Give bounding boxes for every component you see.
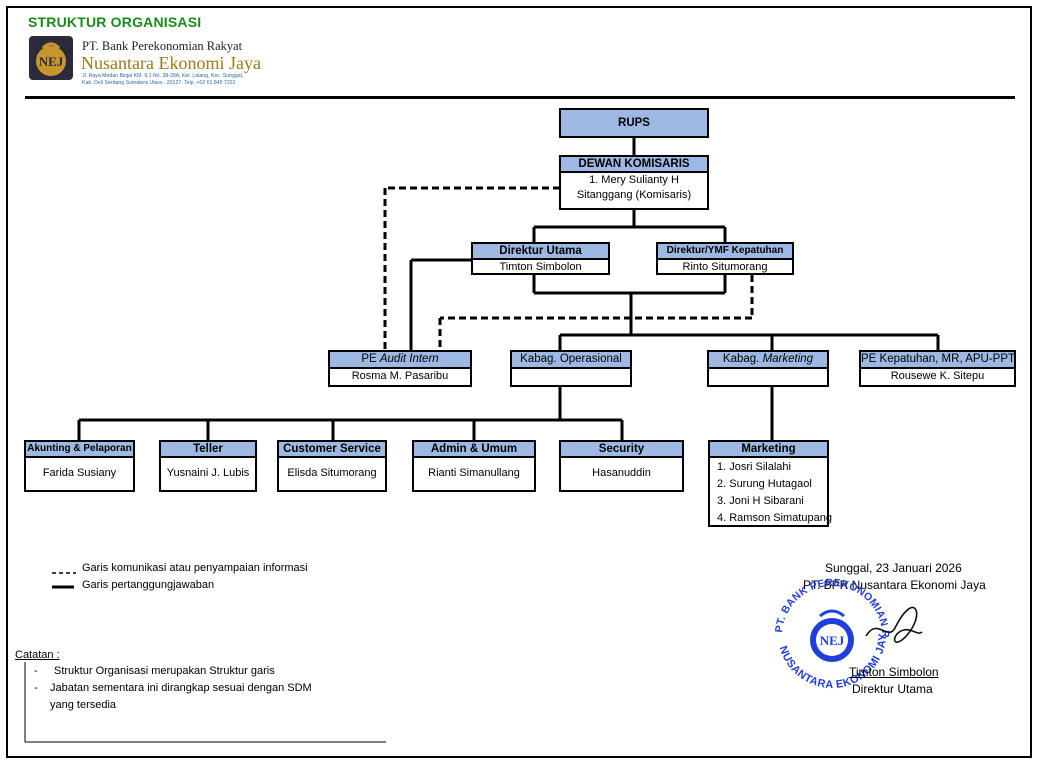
- svg-text:NEJ: NEJ: [820, 633, 845, 648]
- direktur-kepatuhan-name: Rinto Situmorang: [682, 261, 768, 273]
- pe-kepatuhan-name: Rousewe K. Sitepu: [890, 370, 985, 382]
- bank-name-line1: PT. Bank Perekonomian Rakyat: [82, 39, 243, 53]
- bank-address-line1: Jl. Raya Medan Binjai KM. 9,1 No. 38-28A…: [82, 73, 244, 79]
- header-divider: [25, 96, 1015, 99]
- notes-item-2-line2: yang tersedia: [50, 699, 117, 711]
- kabag-operasional-box: Kabag. Operasional: [510, 350, 632, 387]
- marketing-member: 2. Surung Hutagaol: [717, 478, 812, 490]
- admin-umum-title: Admin & Umum: [414, 442, 534, 458]
- notes-bullet-2: -: [34, 682, 38, 694]
- marketing-members: 1. Josri Silalahi 2. Surung Hutagaol 3. …: [710, 458, 832, 527]
- admin-umum-name: Rianti Simanullang: [428, 467, 520, 479]
- notes-bullet-1: -: [34, 665, 38, 677]
- signature-name: Timton Simbolon: [849, 665, 939, 679]
- akunting-box: Akunting & Pelaporan Farida Susiany: [24, 440, 135, 492]
- marketing-member: 4. Ramson Simatupang: [717, 512, 832, 524]
- security-name: Hasanuddin: [592, 467, 651, 479]
- bank-name-line2: Nusantara Ekonomi Jaya: [81, 53, 261, 73]
- kabag-marketing-title: Kabag. Marketing: [709, 352, 827, 369]
- direktur-utama-name: Timton Simbolon: [499, 261, 582, 273]
- notes-item-1: Struktur Organisasi merupakan Struktur g…: [54, 665, 275, 677]
- komisaris-member-line1: 1. Mery Sulianty H: [589, 174, 679, 186]
- akunting-title: Akunting & Pelaporan: [26, 442, 133, 458]
- audit-intern-box: PE Audit Intern Rosma M. Pasaribu: [328, 350, 472, 387]
- marketing-box: Marketing 1. Josri Silalahi 2. Surung Hu…: [708, 440, 832, 527]
- signature-company: PT. BPR Nusantara Ekonomi Jaya: [803, 578, 986, 592]
- audit-intern-name: Rosma M. Pasaribu: [351, 370, 449, 382]
- customer-service-box: Customer Service Elisda Situmorang: [277, 440, 387, 492]
- notes-item-2-line1: Jabatan sementara ini dirangkap sesuai d…: [50, 682, 312, 694]
- direktur-kepatuhan-title: Direktur/YMF Kepatuhan: [658, 244, 792, 260]
- page-title: STRUKTUR ORGANISASI: [28, 14, 202, 30]
- direktur-utama-box: Direktur Utama Timton Simbolon: [471, 242, 610, 275]
- signature-place-date: Sunggal, 23 Januari 2026: [825, 561, 962, 575]
- audit-intern-title: PE Audit Intern: [330, 352, 470, 369]
- bank-address: Jl. Raya Medan Binjai KM. 9,1 No. 38-28A…: [82, 73, 243, 86]
- kabag-operasional-title: Kabag. Operasional: [512, 352, 630, 369]
- customer-service-title: Customer Service: [279, 442, 385, 458]
- legend-solid-label: Garis pertanggungjawaban: [82, 579, 215, 591]
- kabag-marketing-title-prefix: Kabag.: [722, 353, 763, 365]
- bank-logo-icon: NEJ: [29, 36, 73, 80]
- signature-position: Direktur Utama: [852, 682, 933, 696]
- marketing-member: 1. Josri Silalahi: [717, 461, 791, 473]
- teller-title: Teller: [161, 442, 255, 458]
- page-frame: [6, 6, 1032, 758]
- kabag-marketing-box: Kabag. Marketing: [707, 350, 829, 387]
- admin-umum-box: Admin & Umum Rianti Simanullang: [412, 440, 536, 492]
- security-title: Security: [561, 442, 682, 458]
- teller-box: Teller Yusnaini J. Lubis: [159, 440, 257, 492]
- audit-intern-title-prefix: PE: [361, 353, 380, 365]
- legend-dashed-label: Garis komunikasi atau penyampaian inform…: [82, 562, 308, 574]
- pe-kepatuhan-title: PE Kepatuhan, MR, APU-PPT: [861, 352, 1014, 369]
- security-box: Security Hasanuddin: [559, 440, 684, 492]
- bank-address-line2: Kab. Deli Serdang Sumatera Utara - 20127…: [82, 79, 236, 86]
- teller-name: Yusnaini J. Lubis: [166, 467, 250, 479]
- marketing-member: 3. Joni H Sibarani: [717, 495, 804, 507]
- audit-intern-title-italic: Audit Intern: [379, 353, 439, 365]
- svg-text:NEJ: NEJ: [39, 54, 64, 69]
- dewan-komisaris-title: DEWAN KOMISARIS: [561, 157, 707, 173]
- direktur-kepatuhan-box: Direktur/YMF Kepatuhan Rinto Situmorang: [656, 242, 794, 275]
- kabag-marketing-title-italic: Marketing: [762, 353, 814, 365]
- komisaris-member-line2: Sitanggang (Komisaris): [576, 189, 692, 201]
- marketing-title: Marketing: [710, 442, 827, 458]
- customer-service-name: Elisda Situmorang: [287, 467, 377, 479]
- rups-box: RUPS: [559, 108, 709, 138]
- notes-title: Catatan :: [15, 649, 60, 661]
- direktur-utama-title: Direktur Utama: [473, 244, 608, 260]
- pe-kepatuhan-box: PE Kepatuhan, MR, APU-PPT Rousewe K. Sit…: [859, 350, 1016, 387]
- signature-scribble-icon: [865, 606, 923, 643]
- dewan-komisaris-box: DEWAN KOMISARIS 1. Mery Sulianty H Sitan…: [559, 155, 709, 210]
- akunting-name: Farida Susiany: [42, 467, 117, 479]
